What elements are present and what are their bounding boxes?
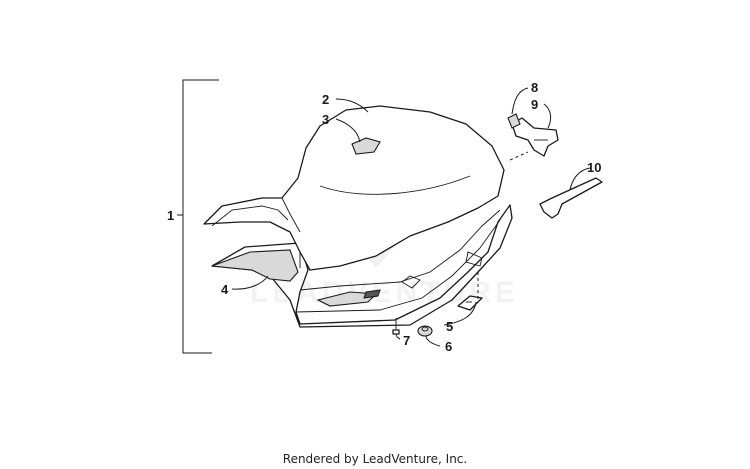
render-credit: Rendered by LeadVenture, Inc.: [282, 452, 468, 466]
callout-8: 8: [531, 80, 538, 95]
leader-3: [335, 118, 361, 143]
leader-4: [231, 275, 269, 290]
seat-cover: [203, 105, 505, 271]
callout-4: 4: [221, 282, 229, 297]
callout-1: 1: [167, 208, 174, 223]
mounting-plate: [457, 295, 483, 311]
callout-3: 3: [322, 112, 329, 127]
callout-9: 9: [531, 97, 538, 112]
latch-dash-line: [509, 151, 529, 161]
seat-strap: [539, 177, 603, 219]
leader-5: [443, 301, 477, 326]
callout-5: 5: [446, 319, 453, 334]
assembly-bracket: [182, 79, 219, 354]
callout-labels: 1 2 3 4 5 6 7 8 9 10: [167, 80, 601, 354]
leader-9: [543, 103, 552, 129]
callout-7: 7: [403, 333, 410, 348]
leader-6: [425, 335, 441, 347]
pin: [392, 318, 400, 335]
callout-2: 2: [322, 92, 329, 107]
grommet: [417, 325, 433, 337]
leader-7: [395, 333, 401, 340]
leader-10: [569, 167, 591, 191]
seat-latch: [507, 113, 559, 157]
leader-2: [335, 98, 369, 113]
leader-lines: [231, 87, 591, 347]
leader-8: [511, 87, 529, 115]
callout-10: 10: [587, 160, 601, 175]
seat-base: [211, 204, 513, 328]
callout-6: 6: [445, 339, 452, 354]
